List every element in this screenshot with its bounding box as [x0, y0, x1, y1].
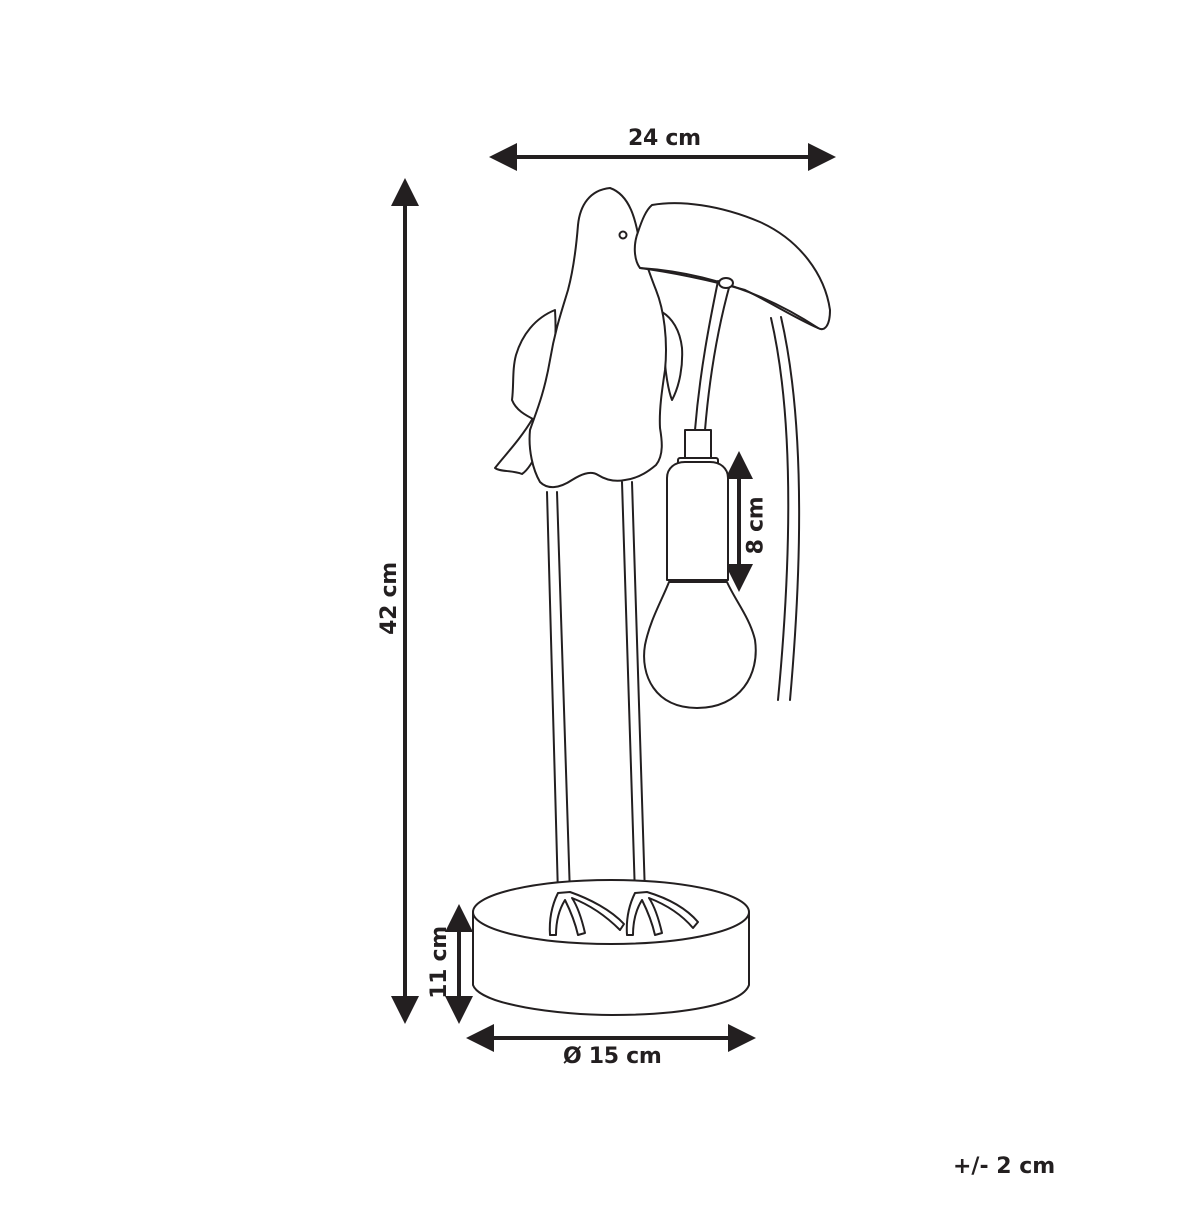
toucan-body — [528, 187, 667, 488]
toucan-feet — [548, 891, 699, 936]
tolerance-note: +/- 2 cm — [953, 1154, 1056, 1179]
lamp-base — [472, 879, 750, 1016]
toucan-wing-right — [661, 311, 684, 401]
power-cable — [770, 316, 801, 701]
toucan-eye — [618, 230, 628, 240]
socket-height-label: 8 cm — [743, 496, 769, 555]
bulb-socket — [666, 429, 729, 581]
toucan-legs — [546, 481, 646, 896]
base-diameter-label: Ø 15 cm — [563, 1044, 662, 1069]
height-label: 42 cm — [376, 562, 402, 635]
light-bulb — [643, 581, 757, 709]
base-height-label: 11 cm — [426, 926, 452, 999]
lamp-cord — [694, 277, 734, 431]
width-label: 24 cm — [628, 126, 701, 151]
toucan-beak — [633, 202, 831, 330]
